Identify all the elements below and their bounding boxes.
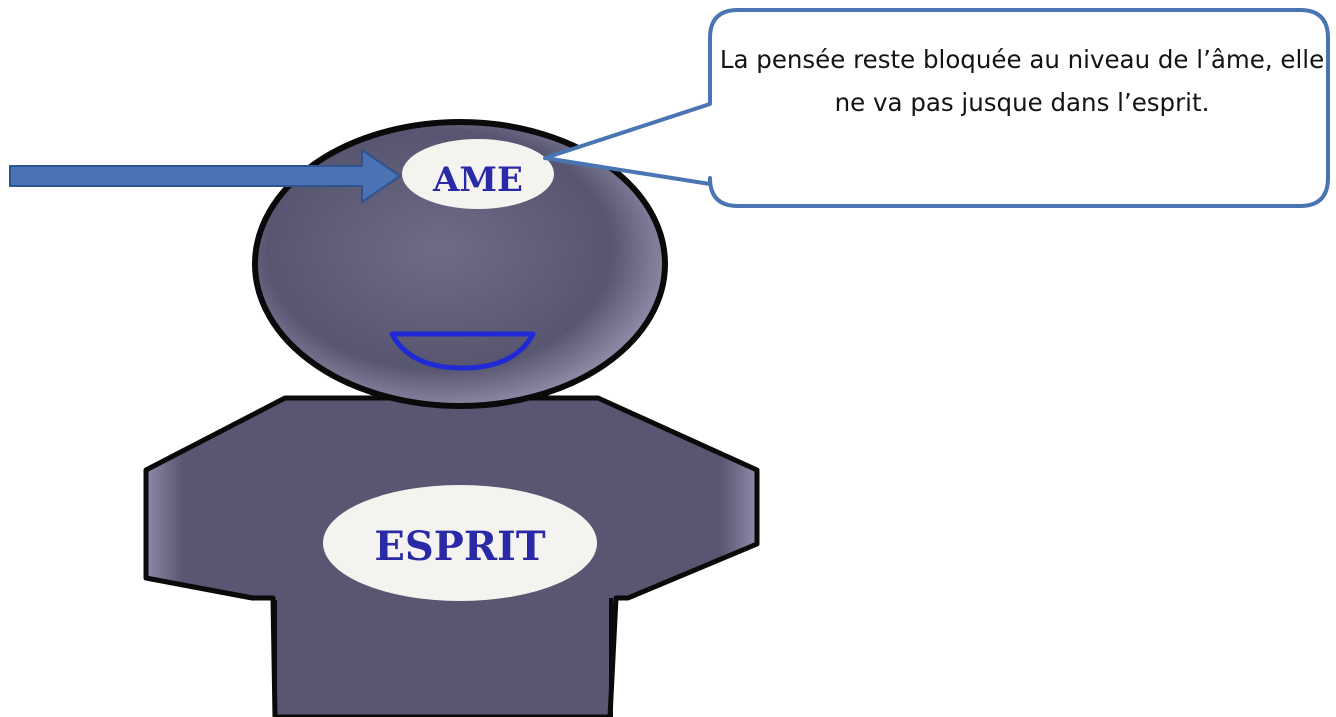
soul-ellipse xyxy=(402,139,554,209)
spirit-ellipse xyxy=(323,485,597,601)
callout-bubble xyxy=(543,8,1330,208)
mouth-icon xyxy=(389,331,536,371)
spirit-label: ESPRIT xyxy=(374,523,545,570)
soul-label: AME xyxy=(432,160,523,200)
arrow-icon xyxy=(9,149,401,203)
callout-text: La pensée reste bloquée au niveau de l’â… xyxy=(719,45,1325,117)
figure-head xyxy=(252,119,668,409)
